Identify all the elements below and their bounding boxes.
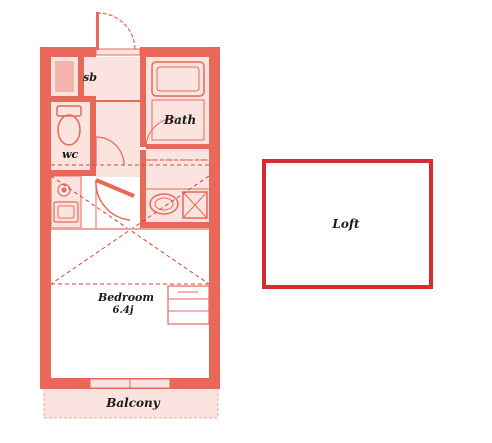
wc-room xyxy=(51,102,125,176)
shoe-box xyxy=(51,57,96,102)
entrance-door xyxy=(95,12,141,56)
wash-area xyxy=(140,149,215,228)
bedroom-loft-lines xyxy=(50,159,210,285)
balcony-label: Balcony xyxy=(105,396,161,410)
kitchen-counter xyxy=(50,175,82,229)
bath-label: Bath xyxy=(163,113,196,127)
sb-label: sb xyxy=(83,71,97,84)
bedroom-label: Bedroom xyxy=(97,291,154,304)
loft-label: Loft xyxy=(331,217,360,231)
bedroom-size-label: 6.4j xyxy=(112,305,133,316)
balcony-area xyxy=(43,388,219,419)
hallway xyxy=(96,57,146,177)
wc-label: wc xyxy=(62,148,78,161)
bedroom-storage xyxy=(51,228,210,325)
hall-door xyxy=(95,178,135,228)
balcony-window xyxy=(89,378,171,389)
bath-room xyxy=(145,57,209,149)
loft-area: Loft xyxy=(262,159,433,289)
